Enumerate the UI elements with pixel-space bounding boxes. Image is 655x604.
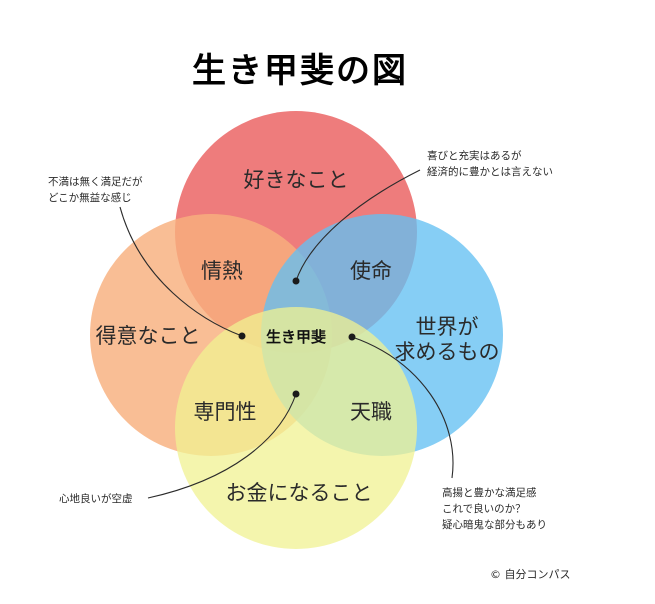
- label-profession: 専門性: [194, 400, 257, 424]
- leader-dot-bottom-left: [292, 390, 300, 398]
- label-good: 得意なこと: [96, 324, 201, 348]
- leader-bottom-right: [351, 336, 454, 479]
- leader-top-right: [295, 169, 421, 282]
- note-top-right-line1: 喜びと充実はあるが: [427, 149, 522, 162]
- credit-text: © 自分コンパス: [490, 568, 571, 581]
- note-bottom-right-line2: これで良いのか？: [442, 502, 526, 515]
- note-top-right-line2: 経済的に豊かとは言えない: [427, 165, 553, 178]
- circle-paid: [175, 307, 417, 549]
- leader-dot-top-right: [292, 277, 300, 285]
- leader-bottom-left: [147, 393, 297, 499]
- leader-dot-top-left: [238, 332, 246, 340]
- leader-top-left: [119, 206, 243, 337]
- label-ikigai: 生き甲斐: [266, 328, 327, 346]
- venn-circles: [90, 111, 503, 549]
- label-passion: 情熱: [201, 259, 243, 283]
- label-love: 好きなこと: [244, 168, 349, 192]
- label-world-line1: 世界が: [416, 315, 479, 339]
- note-bottom-right-line1: 高揚と豊かな満足感: [442, 486, 537, 499]
- note-bottom-left-line1: 心地良いが空虚: [59, 492, 133, 505]
- label-vocation: 天職: [350, 400, 392, 424]
- note-top-left-line1: 不満は無く満足だが: [48, 175, 143, 188]
- diagram-title: 生き甲斐の図: [192, 51, 408, 91]
- leader-dot-bottom-right: [348, 333, 356, 341]
- note-top-left-line2: どこか無益な感じ: [48, 191, 132, 204]
- label-paid: お金になること: [226, 481, 373, 505]
- label-world-line2: 求めるもの: [395, 340, 500, 364]
- note-bottom-right-line3: 疑心暗鬼な部分もあり: [442, 518, 547, 531]
- label-mission: 使命: [350, 259, 392, 283]
